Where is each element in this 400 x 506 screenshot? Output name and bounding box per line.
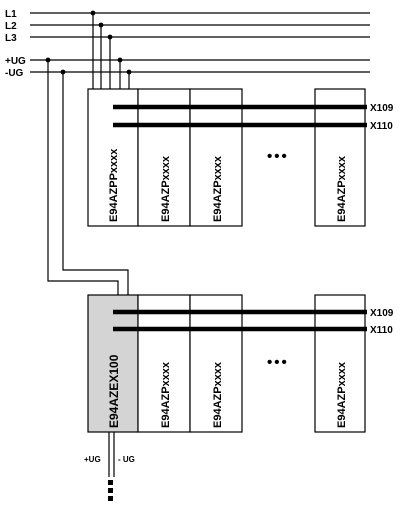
top-module-2 [137,88,191,227]
top-module-3 [189,88,243,227]
plus-ug-label: +UG [5,56,26,67]
junction-plus-ug [117,57,123,63]
bottom-module-4-label: E94AZPxxxx [336,361,348,428]
continuation-dot-1 [108,480,113,485]
minus-ug-label: -UG [5,68,24,79]
top-bus-label-x109: X109 [370,103,394,114]
supply-taps [90,10,132,89]
bottom-bus-label-x110: X110 [370,325,393,336]
bottom-ellipsis: ••• [267,354,289,371]
bottom-module-3-label: E94AZPxxxx [212,361,224,428]
l2-label: L2 [5,21,17,32]
junction-l1 [90,10,96,16]
bottom-module-1 [87,294,139,433]
supply-labels: L1 L2 L3 +UG -UG [5,9,26,79]
bottom-module-2 [137,294,191,433]
bottom-module-2-label: E94AZPxxxx [160,361,172,428]
dc-link-feed [45,57,129,295]
top-module-4-label: E94AZPxxxx [336,155,348,222]
bottom-bus-label-x109: X109 [370,308,394,319]
top-bus-label-x110: X110 [370,121,393,132]
top-ellipsis: ••• [267,148,289,165]
bottom-module-group: X109 X110 E94AZEX100 E94AZPxxxx E94AZPxx… [87,294,394,433]
junction-l3 [107,34,113,40]
junction-feed-minus [60,69,66,75]
top-module-3-label: E94AZPxxxx [212,155,224,222]
bottom-module-3 [189,294,243,433]
dc-link-output: +UG - UG [84,432,135,501]
top-module-4 [314,88,366,227]
supply-lines [30,12,370,73]
top-module-1-label: E94AZPPxxxx [108,148,120,222]
top-module-1 [87,88,139,227]
bottom-module-1-label: E94AZEX100 [107,354,121,428]
continuation-dot-3 [108,496,113,501]
top-module-group: X109 X110 E94AZPPxxxx E94AZPxxxx E94AZPx… [87,88,394,227]
out-plus-ug-label: +UG [84,455,101,464]
feed-minus-ug [62,72,129,295]
out-minus-ug-label: - UG [118,455,135,464]
junction-feed-plus [45,57,51,63]
l3-label: L3 [5,33,17,44]
l1-label: L1 [5,9,17,20]
junction-minus-ug [126,69,132,75]
top-module-2-label: E94AZPxxxx [160,155,172,222]
bottom-module-4 [314,294,366,433]
junction-l2 [98,22,104,28]
feed-plus-ug [47,60,119,295]
continuation-dot-2 [108,488,113,493]
